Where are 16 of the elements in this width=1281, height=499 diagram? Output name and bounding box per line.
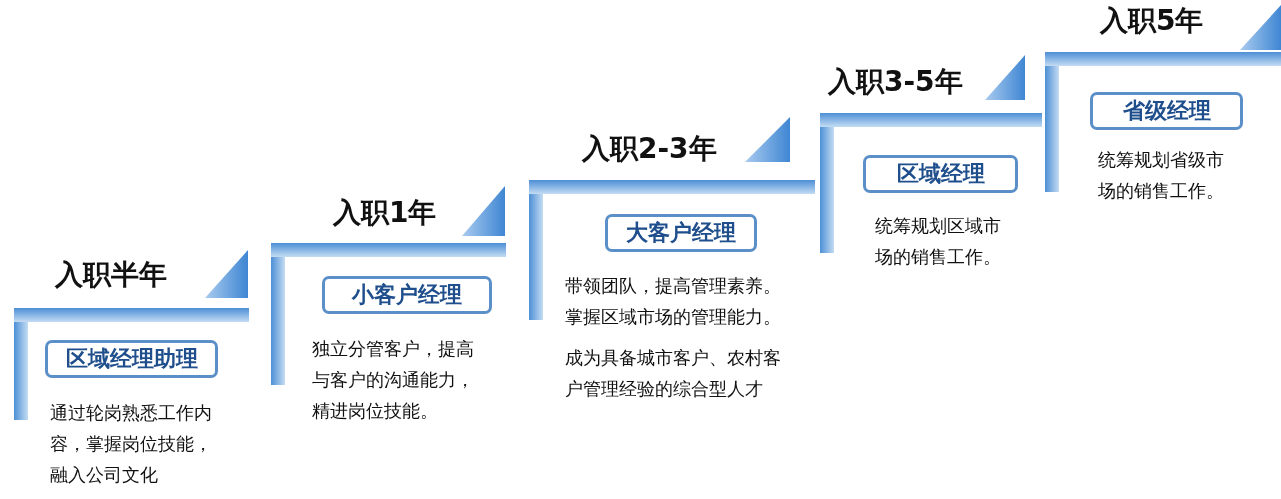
job-title-box: 省级经理 bbox=[1090, 92, 1243, 130]
job-title-box: 小客户经理 bbox=[322, 276, 492, 314]
description-text: 统筹规划省级市场的销售工作。 bbox=[1098, 148, 1225, 203]
description-text: 统筹规划区域市场的销售工作。 bbox=[875, 214, 1002, 269]
stage-year: 入职5年 bbox=[1100, 4, 1204, 38]
stage-year: 入职2-3年 bbox=[582, 132, 717, 166]
stage-year: 入职3-5年 bbox=[828, 65, 963, 99]
stage-year: 入职1年 bbox=[333, 196, 437, 230]
description-text: 通过轮岗熟悉工作内容，掌握岗位技能，融入公司文化 bbox=[50, 401, 213, 487]
description-text: 成为具备城市客户、农村客户管理经验的综合型人才 bbox=[565, 346, 782, 401]
description-text: 带领团队，提高管理素养。掌握区域市场的管理能力。 bbox=[565, 274, 782, 329]
stage-year: 入职半年 bbox=[55, 258, 167, 292]
job-title-box: 区域经理助理 bbox=[45, 340, 218, 378]
job-title-box: 区域经理 bbox=[863, 155, 1018, 193]
job-title-box: 大客户经理 bbox=[605, 214, 757, 252]
description-text: 独立分管客户，提高与客户的沟通能力，精进岗位技能。 bbox=[312, 337, 475, 423]
